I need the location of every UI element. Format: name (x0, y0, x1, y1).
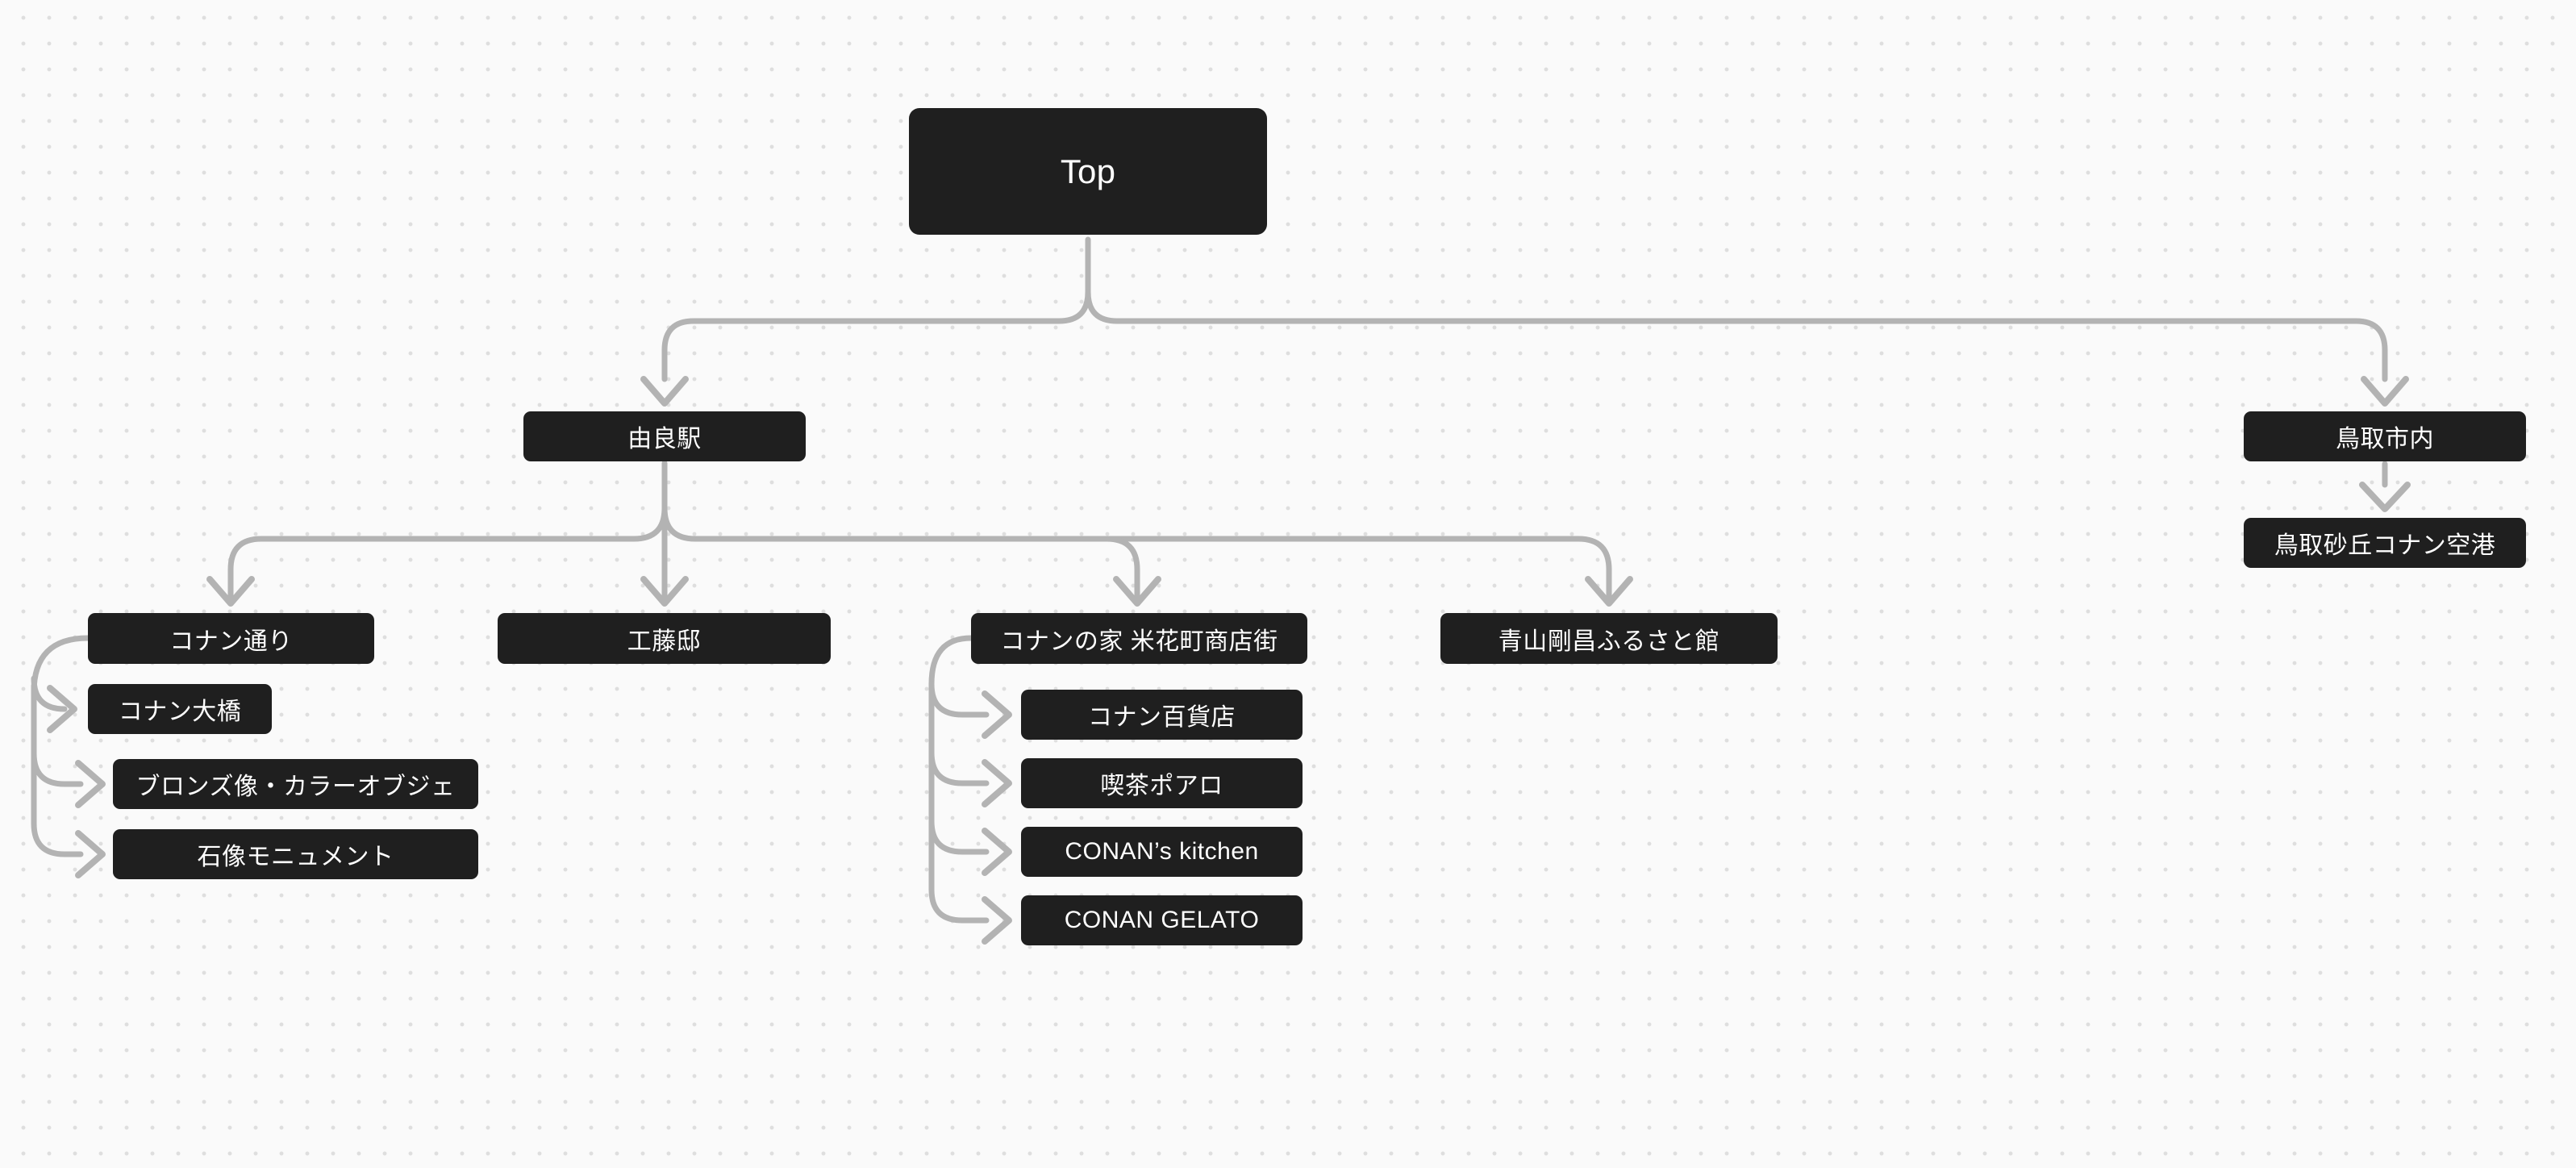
arrowhead-conan-bridge (47, 685, 77, 733)
edge-top-to-tottori (1114, 318, 2388, 382)
edge-tottori-to-airport (2359, 461, 2411, 512)
node-tottori-city[interactable]: 鳥取市内 (2244, 411, 2526, 461)
arrowhead-bronze-statues (75, 760, 106, 808)
edge-conan-street-branches (31, 635, 106, 878)
edge-yura-flare-left (631, 505, 668, 542)
node-conans-kitchen[interactable]: CONAN’s kitchen (1021, 827, 1303, 877)
arrowhead-aoyama-museum (1585, 576, 1633, 607)
edge-top-flare-right (1085, 289, 1120, 324)
node-conan-street[interactable]: コナン通り (88, 613, 374, 664)
node-cafe-poirot[interactable]: 喫茶ポアロ (1021, 758, 1303, 808)
edge-conan-house-branches (928, 635, 1012, 945)
arrowhead-conans-kitchen (982, 828, 1012, 876)
arrowhead-conan-street (206, 576, 255, 607)
arrowhead-conan-gelato (982, 896, 1012, 945)
edge-top-flare-left (1056, 289, 1091, 324)
edge-yura-to-conan-street (227, 536, 637, 603)
arrowhead-department-store (982, 690, 1012, 739)
node-conan-airport[interactable]: 鳥取砂丘コナン空港 (2244, 518, 2526, 568)
edge-branch-conan-gelato (928, 886, 990, 924)
edge-yura-to-aoyama (692, 536, 1612, 603)
node-top[interactable]: Top (909, 108, 1267, 235)
arrowhead-cafe-poirot (982, 759, 1012, 807)
arrowhead-kudo-residence (640, 576, 689, 607)
edge-branch-conan-bridge (31, 675, 68, 712)
edge-top-fork (640, 236, 2409, 407)
edge-yura-fork (206, 460, 1633, 607)
node-conan-department-store[interactable]: コナン百貨店 (1021, 690, 1303, 740)
edge-yura-to-conan-house (1103, 536, 1140, 603)
edge-yura-flare-right (661, 505, 698, 542)
arrowhead-conan-airport (2359, 482, 2411, 512)
node-conan-house-beika-street[interactable]: コナンの家 米花町商店街 (971, 613, 1307, 664)
edge-branch-stone-monument (31, 820, 84, 857)
edge-top-to-yura (661, 318, 1062, 382)
edge-conan-house-stem (928, 635, 974, 687)
edge-branch-department-store (928, 681, 990, 718)
arrowhead-yura-station (640, 376, 689, 407)
node-aoyama-gosho-furusato-museum[interactable]: 青山剛昌ふるさと館 (1440, 613, 1778, 664)
node-bronze-statues[interactable]: ブロンズ像・カラーオブジェ (113, 759, 478, 809)
edge-branch-conans-kitchen (928, 818, 990, 855)
node-yura-station[interactable]: 由良駅 (523, 411, 806, 461)
edge-branch-bronze-statues (31, 750, 84, 787)
arrowhead-conan-house (1113, 576, 1161, 607)
edge-branch-cafe-poirot (928, 749, 990, 786)
arrowhead-stone-monument (75, 830, 106, 878)
node-conan-bridge[interactable]: コナン大橋 (88, 684, 272, 734)
arrowhead-tottori-city (2361, 376, 2409, 407)
node-stone-monument[interactable]: 石像モニュメント (113, 829, 478, 879)
edge-conan-street-stem (31, 635, 91, 695)
node-kudo-residence[interactable]: 工藤邸 (498, 613, 831, 664)
node-conan-gelato[interactable]: CONAN GELATO (1021, 895, 1303, 945)
